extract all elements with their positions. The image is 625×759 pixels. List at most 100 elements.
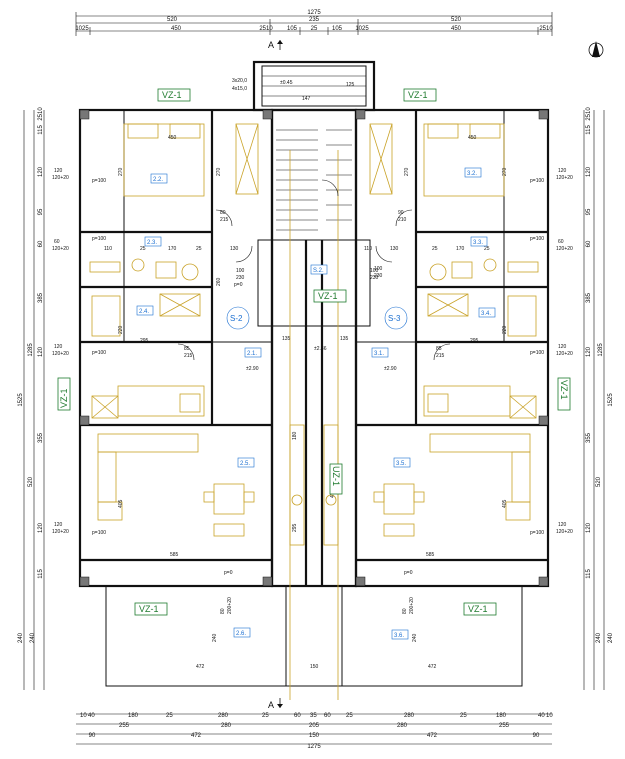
svg-text:450: 450 xyxy=(168,135,177,141)
svg-text:120: 120 xyxy=(54,522,63,528)
svg-text:125: 125 xyxy=(346,82,355,88)
dim-top-left: 520 xyxy=(167,17,178,23)
svg-text:120: 120 xyxy=(586,346,592,357)
svg-text:295: 295 xyxy=(140,338,149,344)
svg-text:A: A xyxy=(268,700,274,710)
dim-top-r3-7: 1025 xyxy=(355,26,369,32)
svg-text:p=100: p=100 xyxy=(92,178,106,184)
dim-top-mid: 235 xyxy=(309,17,320,23)
kitchen-strip xyxy=(289,150,339,700)
svg-text:230: 230 xyxy=(370,275,379,281)
dim-left-outer: 1525 xyxy=(18,393,24,407)
svg-text:255: 255 xyxy=(119,723,130,729)
svg-text:130: 130 xyxy=(230,246,239,252)
north-arrow-icon xyxy=(588,41,604,58)
tag-vz1: VZ-1 xyxy=(468,604,488,614)
svg-text:270: 270 xyxy=(404,167,410,176)
svg-text:60: 60 xyxy=(324,713,331,719)
svg-text:60: 60 xyxy=(586,240,592,247)
svg-text:135: 135 xyxy=(340,336,349,342)
dim-top-r3-4: 105 xyxy=(287,26,298,32)
svg-text:120: 120 xyxy=(38,166,44,177)
svg-text:585: 585 xyxy=(170,552,179,558)
svg-text:p=100: p=100 xyxy=(530,178,544,184)
svg-text:120: 120 xyxy=(586,166,592,177)
svg-text:100: 100 xyxy=(370,268,379,274)
columns xyxy=(79,109,549,587)
svg-text:215: 215 xyxy=(436,353,445,359)
svg-text:120: 120 xyxy=(38,346,44,357)
svg-text:130: 130 xyxy=(390,246,399,252)
svg-text:40: 40 xyxy=(538,713,545,719)
section-mark-bottom: A xyxy=(268,698,283,710)
svg-text:115: 115 xyxy=(586,569,592,579)
svg-text:120+20: 120+20 xyxy=(52,351,69,357)
svg-text:115: 115 xyxy=(586,125,592,135)
dim-total-top: 1275 xyxy=(307,10,321,16)
svg-text:p=100: p=100 xyxy=(92,350,106,356)
svg-text:115: 115 xyxy=(38,569,44,579)
interior-dimensions: 450 450 270 270 270 270 110 25 170 25 13… xyxy=(92,135,544,670)
furniture-right xyxy=(369,123,539,537)
svg-text:205: 205 xyxy=(309,723,320,729)
room-label: 2.5. xyxy=(240,461,250,467)
room-labels-left: 2.2. 2.3. 2.4. 2.1. 2.5. 2.6. xyxy=(136,173,262,638)
svg-text:10: 10 xyxy=(546,713,553,719)
tag-uz1: UZ-1 xyxy=(331,466,341,486)
svg-text:240: 240 xyxy=(412,633,418,642)
svg-text:80: 80 xyxy=(220,608,226,614)
svg-text:4x15,0: 4x15,0 xyxy=(232,86,247,92)
svg-text:60: 60 xyxy=(294,713,301,719)
svg-text:135: 135 xyxy=(282,336,291,342)
svg-text:405: 405 xyxy=(118,499,124,508)
svg-text:80: 80 xyxy=(220,210,226,216)
svg-text:280: 280 xyxy=(218,713,229,719)
svg-text:p=100: p=100 xyxy=(530,350,544,356)
svg-text:25: 25 xyxy=(262,713,269,719)
svg-text:220: 220 xyxy=(502,325,508,334)
s-label-right: S-3 xyxy=(388,314,401,323)
svg-text:280: 280 xyxy=(397,723,408,729)
svg-text:120: 120 xyxy=(54,344,63,350)
svg-text:355: 355 xyxy=(586,432,592,443)
room-labels-right: 3.2. 3.3. 3.4. 3.1. 3.5. 3.6. xyxy=(371,167,496,640)
svg-text:450: 450 xyxy=(468,135,477,141)
svg-text:280: 280 xyxy=(221,723,232,729)
svg-text:270: 270 xyxy=(118,167,124,176)
svg-text:2510: 2510 xyxy=(586,107,592,121)
svg-text:240: 240 xyxy=(608,632,614,643)
svg-text:±2.90: ±2.90 xyxy=(246,366,259,372)
svg-text:95: 95 xyxy=(586,208,592,215)
dim-total-bottom: 1275 xyxy=(307,744,321,750)
svg-text:120: 120 xyxy=(586,522,592,533)
svg-text:S.2.: S.2. xyxy=(313,268,324,274)
svg-text:40: 40 xyxy=(88,713,95,719)
room-label: 3.3. xyxy=(473,240,483,246)
svg-text:±0.45: ±0.45 xyxy=(280,80,293,86)
svg-text:150: 150 xyxy=(309,733,320,739)
svg-text:25: 25 xyxy=(346,713,353,719)
furniture-left xyxy=(89,123,259,537)
svg-text:240: 240 xyxy=(596,632,602,643)
s-label-left: S-2 xyxy=(230,314,243,323)
svg-text:405: 405 xyxy=(502,499,508,508)
svg-text:2510: 2510 xyxy=(38,107,44,121)
room-label: 3.1. xyxy=(374,351,384,357)
svg-text:25: 25 xyxy=(196,246,202,252)
svg-text:60: 60 xyxy=(558,239,564,245)
svg-text:120+20: 120+20 xyxy=(556,246,573,252)
svg-text:585: 585 xyxy=(426,552,435,558)
svg-text:385: 385 xyxy=(586,292,592,303)
svg-text:25: 25 xyxy=(484,246,490,252)
svg-text:472: 472 xyxy=(428,664,437,670)
svg-text:p=100: p=100 xyxy=(92,236,106,242)
dim-right-outer: 1525 xyxy=(608,393,614,407)
room-label: 3.6. xyxy=(394,633,404,639)
svg-text:p=0: p=0 xyxy=(404,570,413,576)
svg-text:95: 95 xyxy=(38,208,44,215)
svg-text:110: 110 xyxy=(104,246,112,252)
svg-text:472: 472 xyxy=(196,664,205,670)
svg-text:85: 85 xyxy=(436,346,442,352)
